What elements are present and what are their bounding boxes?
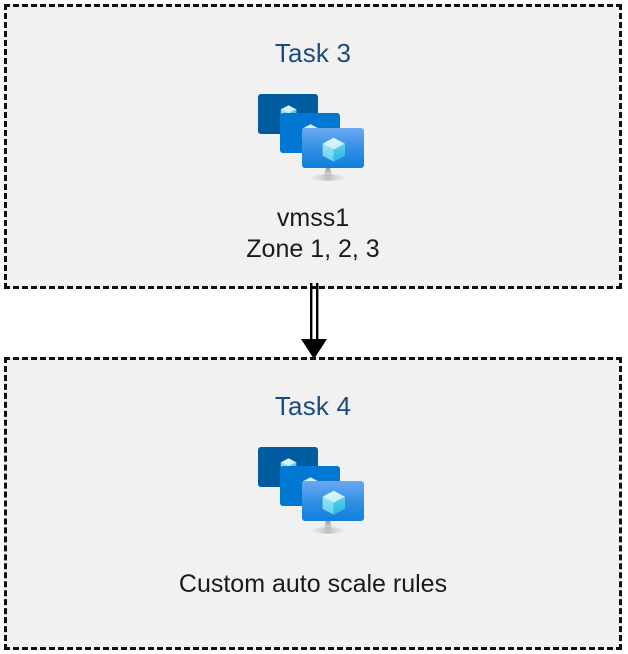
task-node-task-4[interactable]: Task 4 xyxy=(4,357,622,650)
vmss-monitor-stand xyxy=(311,520,345,534)
task-node-task-3[interactable]: Task 3 xyxy=(4,4,622,289)
vmss-icon xyxy=(258,94,364,181)
task-3-caption-line-1: vmss1 xyxy=(276,204,350,232)
vmss-monitor-front xyxy=(302,128,364,168)
connector-line-left xyxy=(310,283,313,341)
vmss-monitor-front xyxy=(302,481,364,521)
task-3-caption: vmss1 Zone 1, 2, 3 xyxy=(246,203,379,265)
connector-arrow-task3-to-task4 xyxy=(301,283,327,359)
task-4-title: Task 4 xyxy=(274,391,352,421)
connector-arrowhead xyxy=(301,339,327,359)
task-4-caption-line-1: Custom auto scale rules xyxy=(178,570,448,598)
task-3-title: Task 3 xyxy=(274,38,352,68)
connector-line-right xyxy=(316,283,319,341)
task-4-caption: Custom auto scale rules xyxy=(179,569,447,600)
task-3-caption-line-2: Zone 1, 2, 3 xyxy=(246,235,380,263)
vmss-icon xyxy=(258,447,364,534)
vmss-monitor-stand xyxy=(311,167,345,181)
